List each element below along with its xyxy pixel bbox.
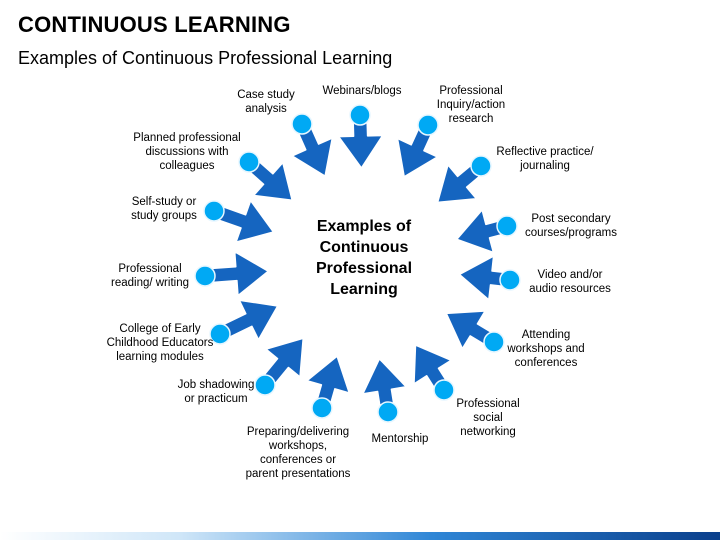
item-label-3: Professional Inquiry/action research [436, 85, 506, 125]
item-label-2: Webinars/blogs [322, 85, 402, 97]
item-label-8: Professional social networking [456, 398, 520, 438]
item-dot-1 [291, 113, 313, 135]
page-title: CONTINUOUS LEARNING [18, 12, 291, 37]
arrow-8 [413, 344, 452, 388]
arrow-4 [436, 164, 481, 204]
item-dot-3 [417, 114, 439, 136]
item-dot-15 [238, 151, 260, 173]
center-label: Examples of Continuous Professional Lear… [315, 218, 413, 298]
item-label-5: Post secondary courses/programs [524, 213, 618, 239]
item-label-7: Attending workshops and conferences [507, 329, 585, 369]
item-label-15: Planned professional discussions with co… [133, 132, 241, 172]
item-dot-5 [496, 215, 518, 237]
item-label-11: Job shadowing or practicum [177, 379, 255, 405]
arrow-3 [396, 128, 439, 178]
item-dot-4 [470, 155, 492, 177]
item-dot-7 [483, 331, 505, 353]
arrow-11 [263, 337, 304, 384]
arrow-10 [306, 355, 351, 404]
arrow-6 [458, 255, 504, 301]
item-label-10: Preparing/delivering workshops, conferen… [245, 426, 351, 480]
item-dot-10 [311, 397, 333, 419]
item-dot-14 [203, 200, 225, 222]
arrow-12 [223, 299, 279, 341]
arrow-2 [337, 122, 384, 169]
item-label-1: Case study analysis [237, 89, 295, 115]
page-subtitle: Examples of Continuous Professional Lear… [18, 48, 393, 68]
item-label-14: Self-study or study groups [131, 196, 197, 222]
item-label-13: Professional reading/ writing [111, 263, 189, 289]
arrow-5 [456, 209, 502, 254]
arrow-7 [445, 310, 492, 350]
arrow-13 [211, 250, 270, 297]
item-dot-2 [349, 104, 371, 126]
item-label-4: Reflective practice/ journaling [496, 146, 594, 172]
arrow-14 [218, 199, 275, 243]
item-dot-11 [254, 374, 276, 396]
arrow-1 [291, 127, 334, 177]
item-label-6: Video and/or audio resources [529, 269, 611, 295]
item-dot-9 [377, 401, 399, 423]
item-label-12: College of Early Childhood Educators lea… [106, 323, 214, 363]
item-dot-13 [194, 265, 216, 287]
item-dot-12 [209, 323, 231, 345]
arrow-9 [362, 358, 407, 406]
item-label-9: Mentorship [371, 433, 429, 445]
bottom-accent-bar [0, 532, 720, 540]
arrow-15 [249, 161, 293, 202]
item-dot-8 [433, 379, 455, 401]
item-dot-6 [499, 269, 521, 291]
